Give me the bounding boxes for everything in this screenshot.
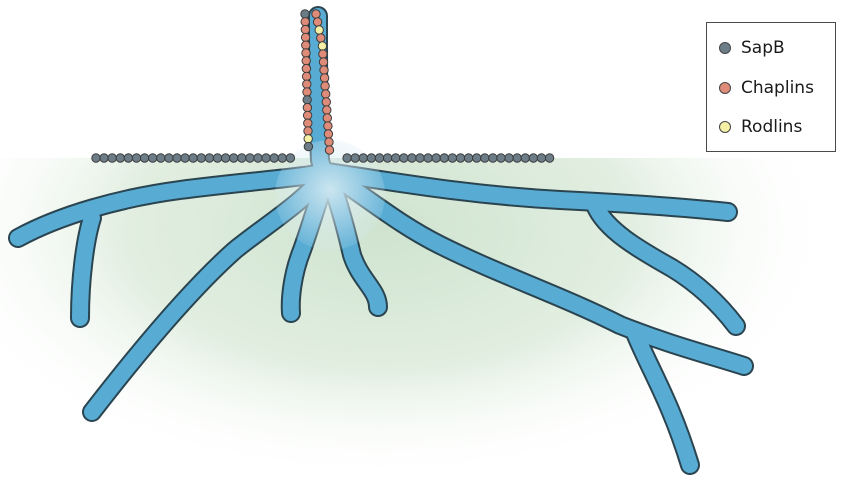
legend-item-chaplins: Chaplins — [719, 76, 814, 100]
sapb-bead — [464, 154, 472, 162]
sapb-bead — [416, 154, 424, 162]
sapb-bead — [304, 142, 312, 150]
legend-item-sapb: SapB — [719, 36, 785, 60]
sapb-bead — [537, 154, 545, 162]
chaplin-bead — [324, 122, 332, 130]
grey-circle-icon — [719, 42, 731, 54]
chaplin-bead — [303, 80, 311, 88]
sapb-bead — [440, 154, 448, 162]
sapb-bead — [221, 154, 229, 162]
sapb-bead — [505, 154, 513, 162]
sapb-bead — [238, 154, 246, 162]
sapb-bead — [432, 154, 440, 162]
sapb-bead — [116, 154, 124, 162]
sapb-bead — [424, 154, 432, 162]
pale-yellow-circle-icon — [719, 121, 731, 133]
sapb-bead — [124, 154, 132, 162]
chaplin-bead — [322, 90, 330, 98]
chaplin-bead — [322, 98, 330, 106]
chaplin-bead — [324, 130, 332, 138]
sapb-bead — [489, 154, 497, 162]
sapb-bead — [92, 154, 100, 162]
sapb-bead — [213, 154, 221, 162]
sapb-bead — [367, 154, 375, 162]
legend-label-sapb: SapB — [741, 38, 785, 58]
sapb-bead — [108, 154, 116, 162]
sapb-bead — [400, 154, 408, 162]
sapb-bead — [278, 154, 286, 162]
sapb-bead — [173, 154, 181, 162]
legend: SapB Chaplins Rodlins — [706, 22, 836, 152]
chaplin-bead — [317, 34, 325, 42]
chaplin-bead — [320, 66, 328, 74]
chaplin-bead — [302, 49, 310, 57]
sapb-bead — [351, 154, 359, 162]
sapb-bead — [392, 154, 400, 162]
chaplin-bead — [302, 64, 310, 72]
chaplin-bead — [323, 114, 331, 122]
sapb-bead — [448, 154, 456, 162]
chaplin-bead — [325, 146, 333, 154]
sapb-bead — [408, 154, 416, 162]
chaplin-bead — [319, 50, 327, 58]
chaplin-bead — [319, 58, 327, 66]
sapb-bead — [132, 154, 140, 162]
sapb-bead — [246, 154, 254, 162]
sapb-bead — [230, 154, 238, 162]
chaplin-bead — [323, 106, 331, 114]
sapb-bead — [205, 154, 213, 162]
chaplin-bead — [320, 74, 328, 82]
sapb-bead — [270, 154, 278, 162]
sapb-bead — [383, 154, 391, 162]
sapb-bead — [189, 154, 197, 162]
sapb-bead — [181, 154, 189, 162]
rodlin-bead — [304, 135, 312, 143]
sapb-bead — [359, 154, 367, 162]
chaplin-bead — [304, 127, 312, 135]
legend-item-rodlins: Rodlins — [719, 115, 802, 139]
sapb-bead — [140, 154, 148, 162]
chaplin-bead — [302, 57, 310, 65]
sapb-bead — [529, 154, 537, 162]
sapb-bead — [165, 154, 173, 162]
sapb-bead — [456, 154, 464, 162]
chaplin-bead — [303, 111, 311, 119]
sapb-bead — [100, 154, 108, 162]
sapb-bead — [473, 154, 481, 162]
sapb-bead — [497, 154, 505, 162]
chaplin-bead — [301, 18, 309, 26]
legend-label-chaplins: Chaplins — [741, 78, 814, 98]
sapb-bead — [481, 154, 489, 162]
sapb-bead — [545, 154, 553, 162]
chaplin-bead — [303, 88, 311, 96]
salmon-circle-icon — [719, 82, 731, 94]
rodlin-bead — [315, 26, 323, 34]
sapb-bead — [343, 154, 351, 162]
chaplin-bead — [302, 72, 310, 80]
chaplin-bead — [325, 138, 333, 146]
rodlin-bead — [318, 42, 326, 50]
chaplin-bead — [302, 41, 310, 49]
sapb-bead — [303, 96, 311, 104]
sapb-bead — [375, 154, 383, 162]
sapb-bead — [197, 154, 205, 162]
sapb-bead — [254, 154, 262, 162]
chaplin-bead — [303, 103, 311, 111]
chaplin-bead — [301, 25, 309, 33]
sapb-bead — [149, 154, 157, 162]
chaplin-bead — [321, 82, 329, 90]
chaplin-bead — [313, 18, 321, 26]
sapb-bead — [262, 154, 270, 162]
sapb-bead — [157, 154, 165, 162]
sapb-bead — [521, 154, 529, 162]
sapb-bead — [286, 154, 294, 162]
chaplin-bead — [312, 10, 320, 18]
sapb-bead — [301, 10, 309, 18]
sapb-bead — [513, 154, 521, 162]
legend-label-rodlins: Rodlins — [741, 117, 802, 137]
chaplin-bead — [301, 33, 309, 41]
chaplin-bead — [304, 119, 312, 127]
